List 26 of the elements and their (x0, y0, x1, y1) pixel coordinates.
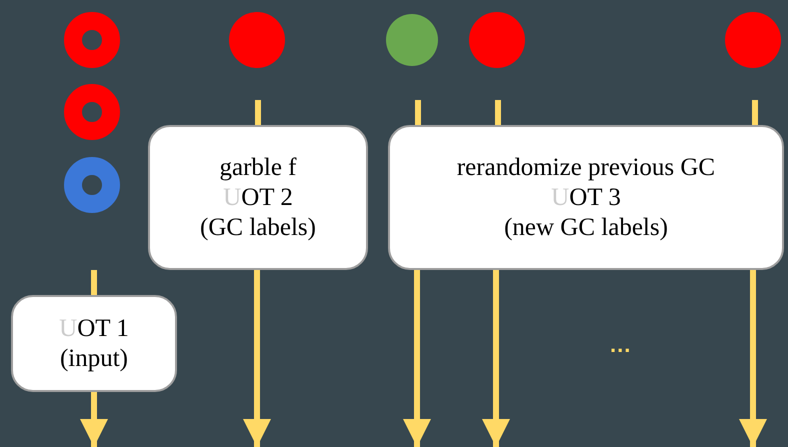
box-text: rerandomize previous GC (456, 152, 716, 182)
process-box (388, 125, 784, 270)
process-box (148, 125, 368, 270)
arrow (482, 270, 510, 447)
box-text: (GC labels) (200, 212, 316, 242)
connector-line (495, 100, 501, 125)
connector-line (255, 100, 261, 125)
box-text: UOT 1 (59, 314, 129, 344)
dot-marker (386, 14, 438, 66)
arrow (739, 270, 767, 447)
ring-marker (64, 12, 120, 68)
ellipsis-label: ... (610, 332, 632, 358)
box-text: (input) (60, 344, 128, 374)
connector-line (91, 270, 97, 295)
box-text: (new GC labels) (504, 212, 668, 242)
arrow (243, 270, 271, 447)
box-text: UOT 2 (223, 182, 293, 212)
box-text: UOT 3 (551, 182, 621, 212)
arrow (80, 392, 108, 447)
box-text: garble f (219, 152, 297, 182)
ring-marker (64, 157, 120, 213)
ring-marker (64, 84, 120, 140)
arrow (403, 270, 431, 447)
process-box (11, 295, 177, 392)
connector-line (752, 100, 758, 125)
connector-line (415, 100, 421, 125)
